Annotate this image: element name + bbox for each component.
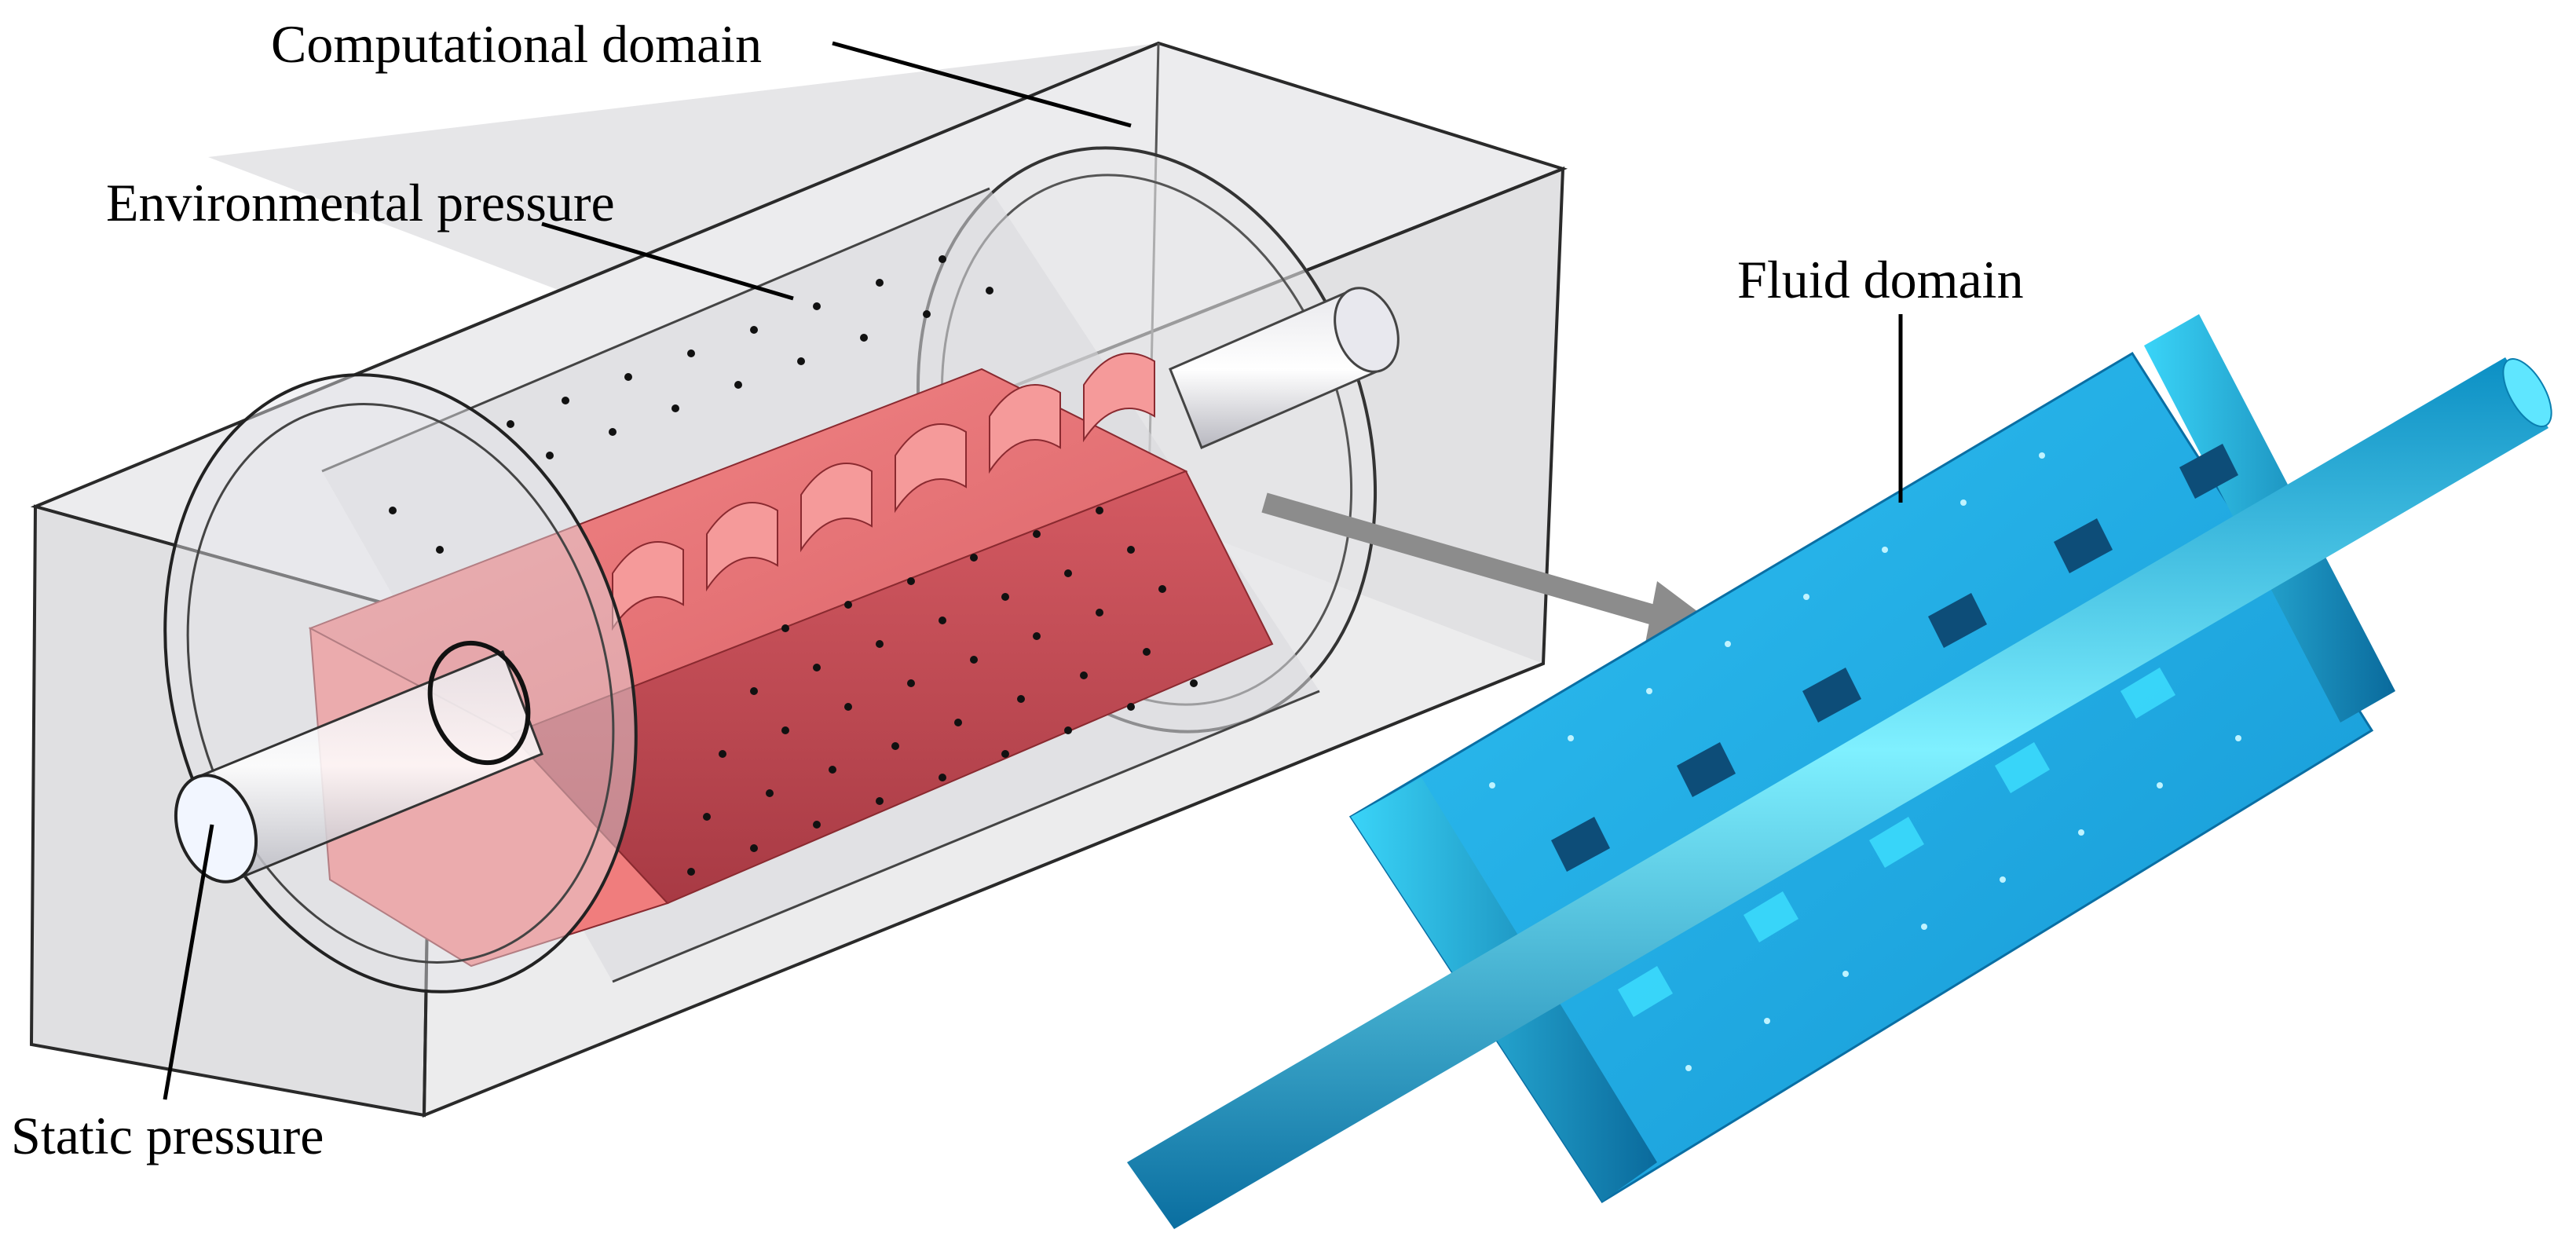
leader-lines [163,41,1903,1100]
label-fluid-domain: Fluid domain [1737,250,2024,309]
leader-environmental [541,221,794,301]
rotor-blades [612,353,1155,631]
fluid-pipe [1127,357,2549,1229]
label-computational-domain: Computational domain [271,14,763,74]
shaft-inlet [174,774,258,884]
fluid-holes [1489,452,2241,1071]
fluid-light-patches [1618,668,2175,1017]
fluid-blade-slots [1551,444,2238,872]
leader-static [163,824,214,1100]
leader-computational [832,41,1132,128]
label-environmental-pressure: Environmental pressure [106,173,615,232]
fluid-domain [1127,314,2552,1229]
housing-holes [389,255,1198,876]
label-static-pressure: Static pressure [11,1106,324,1165]
shaft-cross-section [427,640,531,766]
housing-cylinder [163,146,1400,993]
rotor-side [509,470,1274,905]
